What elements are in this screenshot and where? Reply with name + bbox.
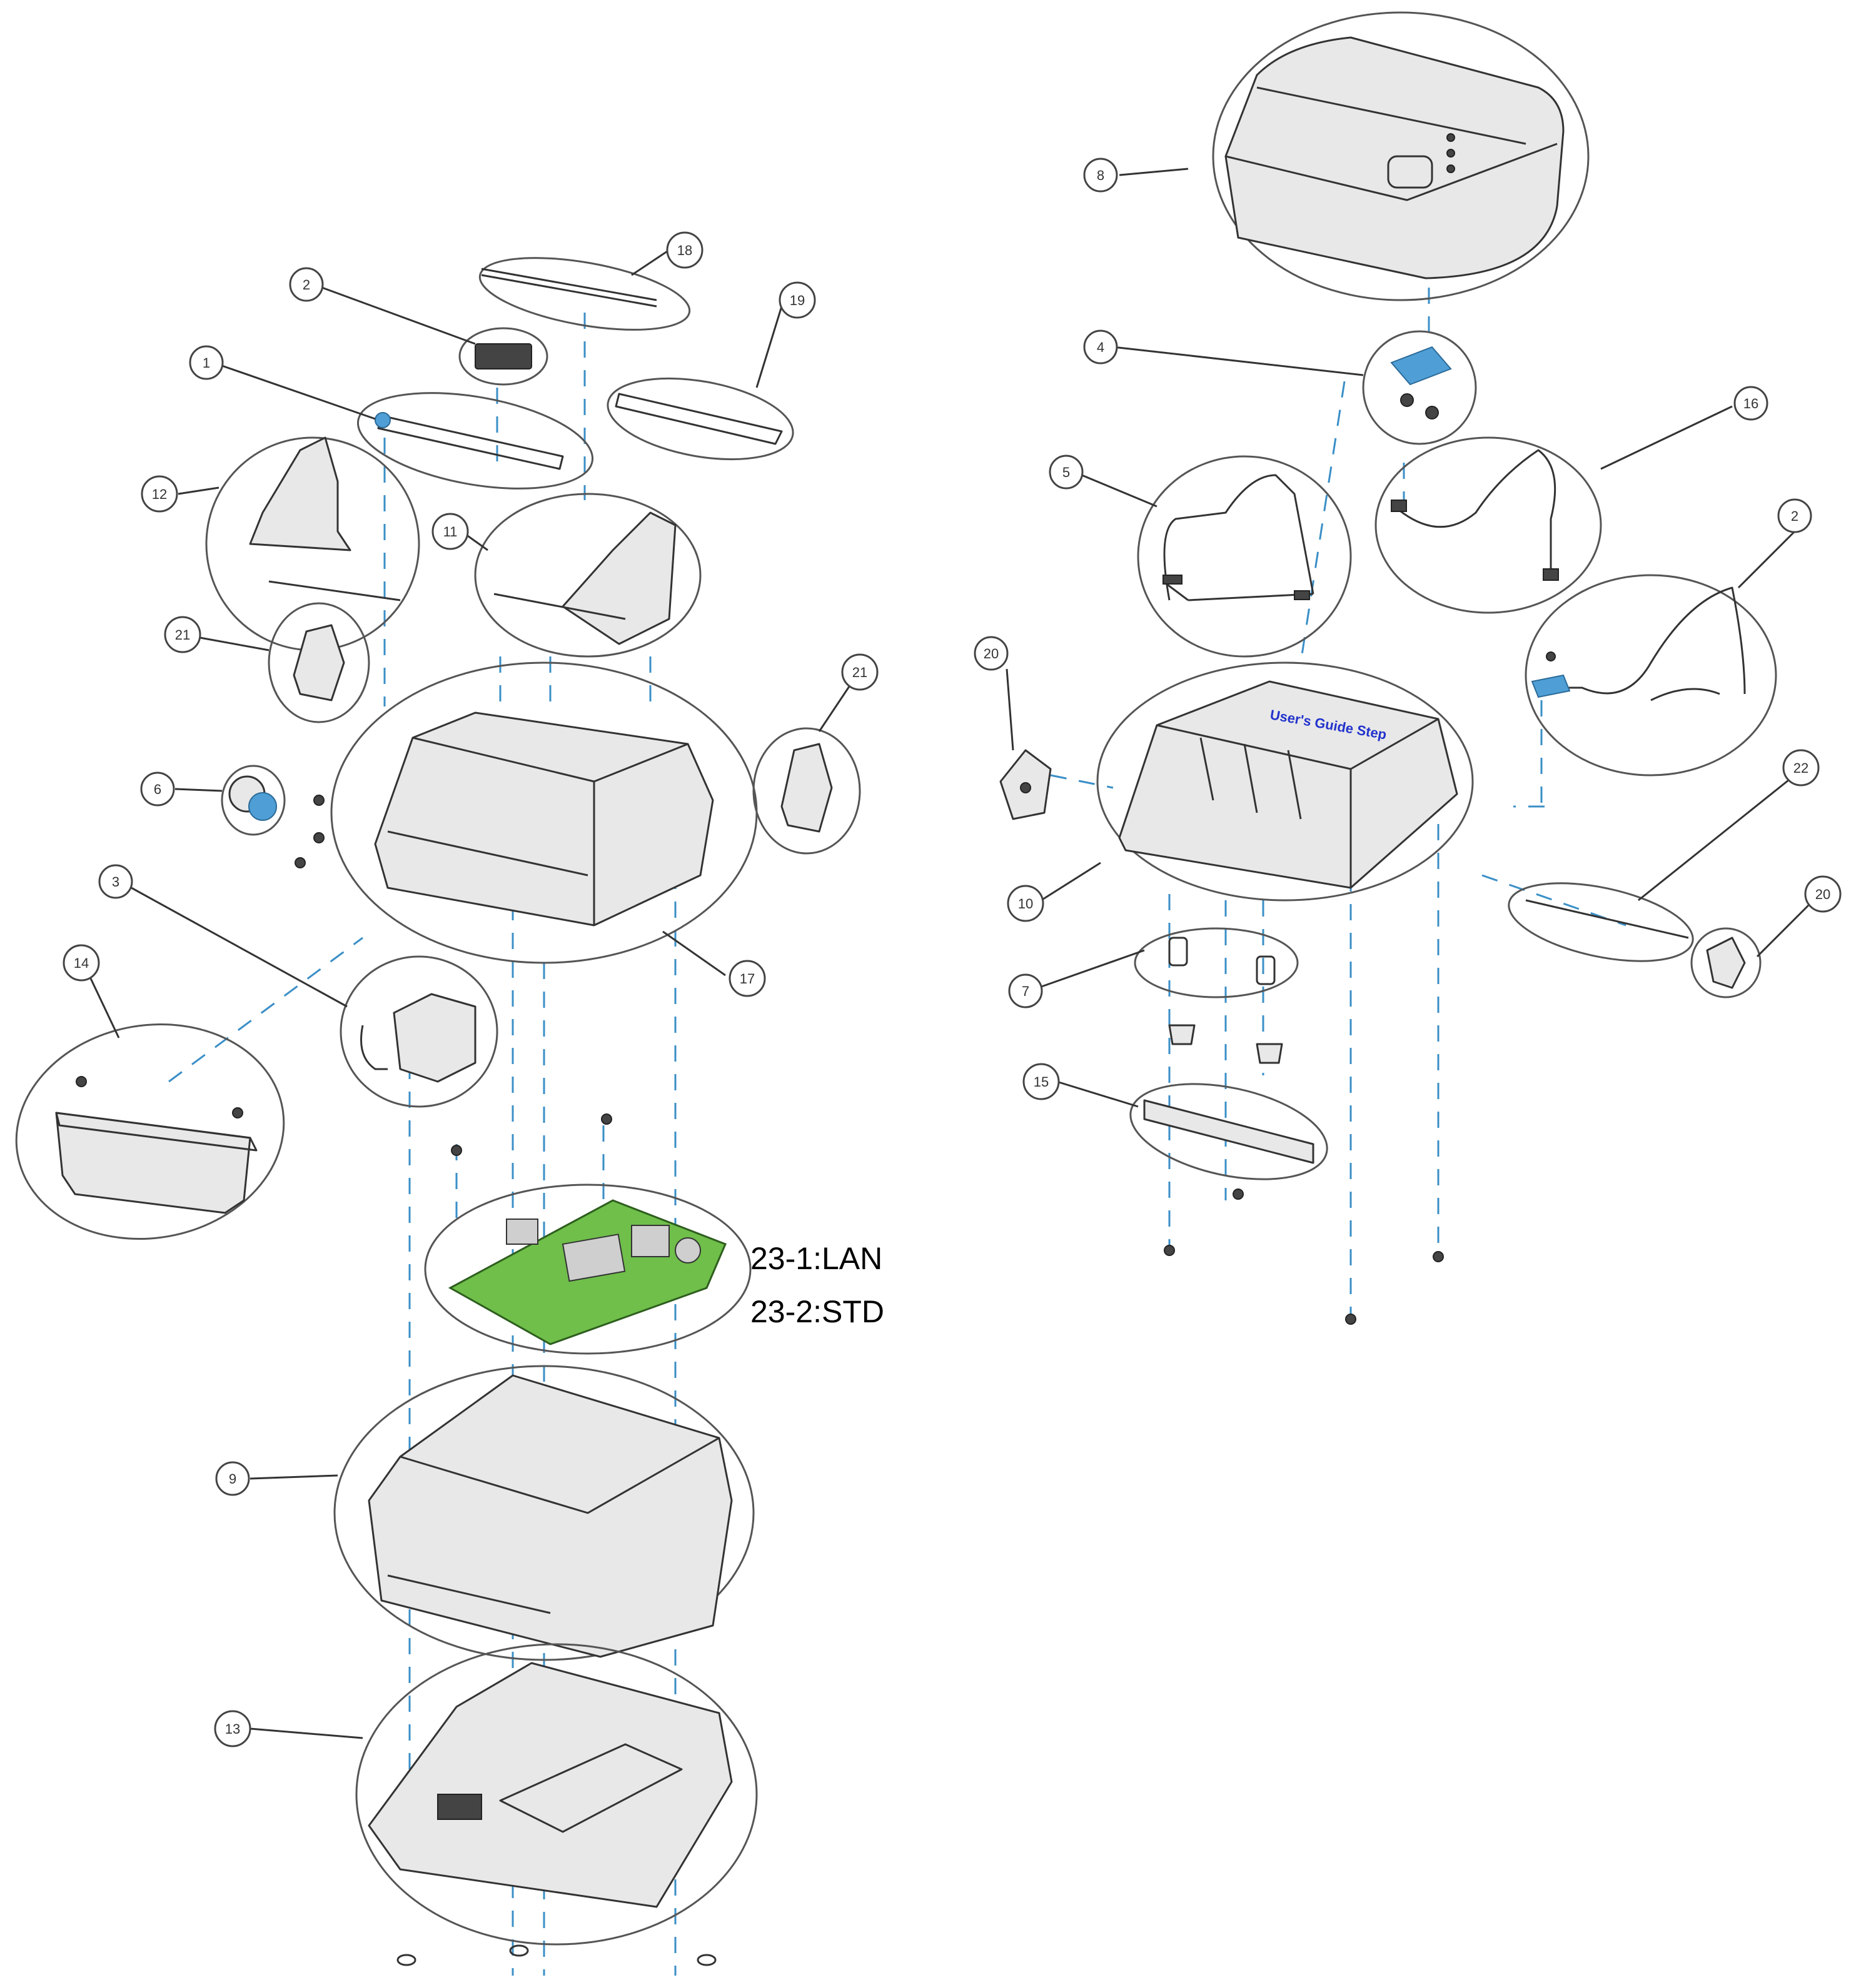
svg-text:1: 1 <box>203 355 210 371</box>
svg-text:12: 12 <box>152 486 167 502</box>
callout-3: 3 <box>98 864 133 899</box>
part-front-panel <box>15 1023 285 1240</box>
svg-text:3: 3 <box>112 874 119 890</box>
callout-22: 22 <box>1782 749 1820 786</box>
svg-text:17: 17 <box>740 971 755 987</box>
svg-text:8: 8 <box>1097 168 1104 183</box>
svg-text:4: 4 <box>1097 339 1104 355</box>
callout-18: 18 <box>666 231 704 269</box>
callout-17: 17 <box>729 960 766 997</box>
part-side-frame-11 <box>474 493 702 658</box>
callout-5: 5 <box>1049 455 1084 490</box>
callout-20-right: 20 <box>1804 875 1842 913</box>
callout-7: 7 <box>1008 973 1043 1008</box>
svg-text:9: 9 <box>229 1471 236 1487</box>
part-guide-plate <box>607 377 794 461</box>
callout-21-right: 21 <box>841 653 879 691</box>
part-gears <box>221 765 325 868</box>
svg-text:19: 19 <box>790 293 805 308</box>
callout-12: 12 <box>141 475 178 513</box>
callout-21-left: 21 <box>164 616 201 653</box>
svg-text:2: 2 <box>303 277 310 293</box>
part-top-cover <box>1212 11 1590 301</box>
callout-6: 6 <box>140 771 175 807</box>
callout-2-right: 2 <box>1777 498 1812 533</box>
part-mechanism-frame: User's Guide Step <box>1096 661 1474 902</box>
part-latch-20-right <box>1690 927 1762 998</box>
svg-text:21: 21 <box>175 627 190 643</box>
part-connector-strip <box>1129 1083 1444 1325</box>
part-top-bar <box>478 257 691 331</box>
part-connector-left <box>458 327 548 386</box>
svg-text:11: 11 <box>443 524 458 540</box>
svg-text:13: 13 <box>225 1721 240 1737</box>
callout-16: 16 <box>1733 386 1768 421</box>
svg-text:5: 5 <box>1062 465 1070 480</box>
pcb-variant-lan-label: 23-1:LAN <box>750 1241 882 1276</box>
part-base-plate <box>355 1643 758 1966</box>
svg-text:2: 2 <box>1791 508 1798 524</box>
callout-13: 13 <box>214 1710 251 1747</box>
part-main-chassis <box>330 661 758 964</box>
svg-text:14: 14 <box>74 955 89 971</box>
callout-19: 19 <box>779 281 816 319</box>
svg-text:20: 20 <box>1815 887 1830 902</box>
part-platen-roller <box>356 392 594 490</box>
svg-text:10: 10 <box>1018 896 1033 912</box>
part-gear-bracket-21-right <box>752 727 861 855</box>
part-latch-20-left <box>999 749 1052 820</box>
svg-text:6: 6 <box>154 781 161 797</box>
svg-text:22: 22 <box>1793 760 1808 776</box>
callout-2-left: 2 <box>289 267 324 302</box>
part-side-frame-12 <box>205 436 420 651</box>
part-bottom-housing <box>333 1365 755 1661</box>
svg-text:16: 16 <box>1743 396 1758 411</box>
callout-11: 11 <box>431 513 469 550</box>
pcb-variant-labels: 23-1:LAN 23-2:STD <box>750 1241 884 1329</box>
callout-10: 10 <box>1007 885 1044 922</box>
part-gear-bracket-21-left <box>268 602 370 723</box>
part-motor <box>340 955 498 1108</box>
svg-text:15: 15 <box>1034 1074 1049 1090</box>
callout-9: 9 <box>215 1461 250 1496</box>
callout-15: 15 <box>1022 1063 1060 1100</box>
svg-text:20: 20 <box>984 646 999 661</box>
svg-text:18: 18 <box>677 243 692 258</box>
part-cable-harness-5 <box>1137 455 1352 658</box>
callout-4: 4 <box>1083 329 1118 364</box>
part-switch-board <box>1362 330 1477 445</box>
part-roller-bar <box>1508 882 1694 962</box>
svg-text:7: 7 <box>1022 983 1029 999</box>
part-cable-harness-16 <box>1374 436 1602 614</box>
part-feet <box>1134 927 1299 1064</box>
callout-8: 8 <box>1083 158 1118 193</box>
callout-leaders <box>89 168 1815 1739</box>
part-sensor-cable-right <box>1525 574 1777 776</box>
pcb-variant-std-label: 23-2:STD <box>750 1294 884 1329</box>
callout-1: 1 <box>189 345 224 380</box>
part-main-pcb <box>424 1113 752 1355</box>
svg-text:21: 21 <box>852 665 867 680</box>
callout-14: 14 <box>63 944 100 982</box>
callout-20-left: 20 <box>974 636 1009 671</box>
